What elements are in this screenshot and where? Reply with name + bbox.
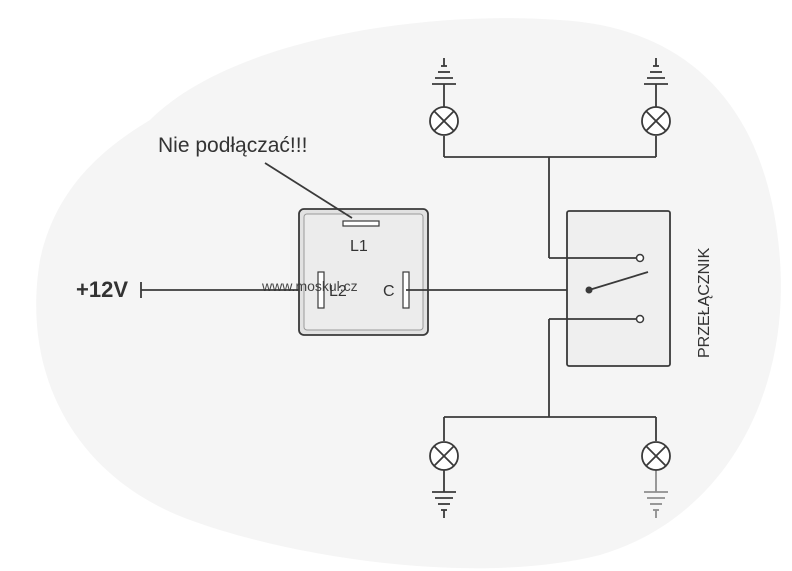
- switch-contact-upper: [635, 253, 645, 263]
- switch-contact-lower: [635, 314, 645, 324]
- lamp-icon: [429, 441, 459, 471]
- relay-box-inner: [303, 213, 424, 331]
- switch-label: PRZEŁĄCZNIK: [696, 247, 713, 358]
- ground-icon: [432, 470, 456, 518]
- ground-icon: [432, 58, 456, 107]
- pin-l2-slot: [317, 271, 325, 309]
- pin-l2-label: L2: [329, 283, 347, 300]
- pin-c-label: C: [383, 283, 395, 300]
- switch-box: [566, 210, 671, 367]
- lamp-icon: [641, 106, 671, 136]
- switch-lever: [588, 271, 649, 291]
- lamp-icon: [641, 441, 671, 471]
- ground-icon: [644, 470, 668, 518]
- supply-label: +12V: [76, 277, 128, 302]
- lamp-icon: [429, 106, 459, 136]
- warning-pointer: [264, 162, 353, 219]
- pin-l1-slot: [342, 220, 380, 227]
- watermark: www.moskul.cz: [261, 278, 358, 294]
- pin-l1-label: L1: [350, 238, 368, 255]
- ground-icon: [644, 58, 668, 107]
- warning-note: Nie podłączać!!!: [158, 134, 307, 157]
